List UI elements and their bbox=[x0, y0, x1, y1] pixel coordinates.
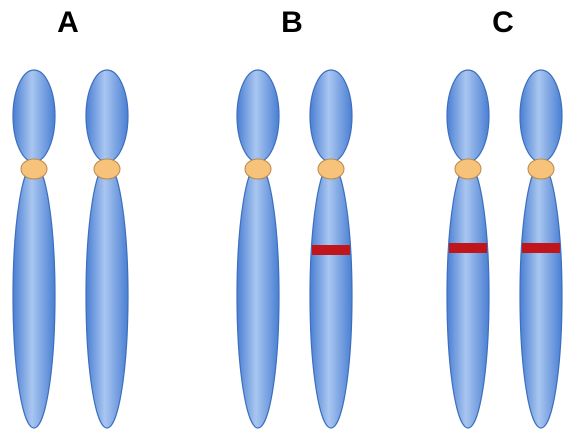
mutation-band bbox=[522, 243, 560, 253]
mutation-band bbox=[312, 245, 350, 255]
chromosome bbox=[310, 70, 352, 428]
chromosome-long-arm bbox=[310, 164, 352, 428]
chromosome-long-arm bbox=[86, 164, 128, 428]
centromere bbox=[21, 159, 47, 179]
chromosome-short-arm bbox=[447, 70, 489, 162]
centromere bbox=[528, 159, 554, 179]
chromosome bbox=[237, 70, 279, 428]
mutation-band bbox=[449, 243, 487, 253]
chromosome-short-arm bbox=[520, 70, 562, 162]
centromere bbox=[94, 159, 120, 179]
chromosome-long-arm bbox=[13, 164, 55, 428]
chromosome bbox=[86, 70, 128, 428]
centromere bbox=[455, 159, 481, 179]
chromosome bbox=[447, 70, 489, 428]
chromosome-short-arm bbox=[237, 70, 279, 162]
chromosome-short-arm bbox=[13, 70, 55, 162]
chromosome-short-arm bbox=[310, 70, 352, 162]
chromosome-long-arm bbox=[237, 164, 279, 428]
chromosome bbox=[13, 70, 55, 428]
chromosome-long-arm bbox=[447, 164, 489, 428]
chromosome bbox=[520, 70, 562, 428]
chromosome-long-arm bbox=[520, 164, 562, 428]
centromere bbox=[245, 159, 271, 179]
centromere bbox=[318, 159, 344, 179]
chromosome-short-arm bbox=[86, 70, 128, 162]
